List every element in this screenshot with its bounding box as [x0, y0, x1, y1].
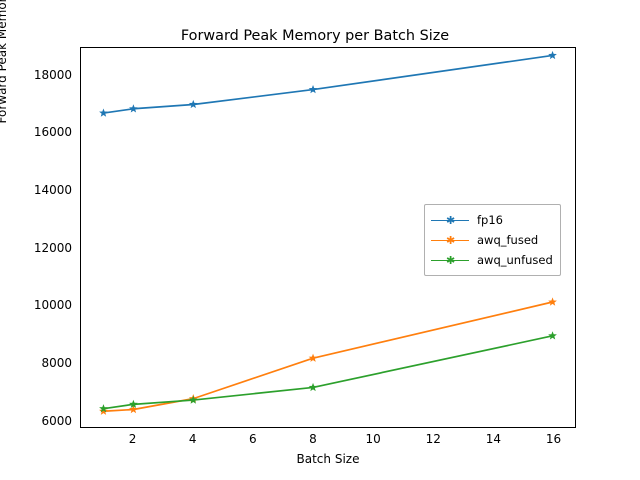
- y-tick-label: 10000: [33, 298, 72, 313]
- plot-area: [80, 47, 576, 428]
- x-tick-label: 4: [188, 432, 197, 446]
- star-marker-icon: ✱: [446, 214, 456, 227]
- y-tick-label: 14000: [33, 183, 72, 198]
- x-tick-label: 12: [425, 432, 441, 446]
- legend-item-fp16[interactable]: ✱ fp16: [431, 210, 553, 230]
- y-tick-label: 8000: [41, 356, 72, 371]
- chart-legend: ✱ fp16 ✱ awq_fused ✱ awq_unfused: [424, 204, 561, 276]
- legend-swatch-awq-unfused: ✱: [431, 251, 469, 269]
- x-tick-label: 16: [545, 432, 562, 446]
- legend-swatch-awq-fused: ✱: [431, 231, 469, 249]
- legend-item-awq-fused[interactable]: ✱ awq_fused: [431, 230, 553, 250]
- legend-label-awq-unfused: awq_unfused: [477, 253, 553, 267]
- y-tick-label: 6000: [41, 413, 72, 428]
- plot-svg: [99, 50, 557, 415]
- x-tick-label: 2: [128, 432, 137, 446]
- x-tick-label: 6: [249, 432, 257, 446]
- star-marker-icon: ✱: [446, 254, 456, 267]
- legend-label-fp16: fp16: [477, 213, 503, 227]
- y-tick-label: 12000: [33, 240, 72, 255]
- y-tick-label: 16000: [33, 125, 72, 140]
- x-tick-label: 14: [485, 432, 501, 446]
- legend-label-awq-fused: awq_fused: [477, 233, 539, 247]
- x-tick-label: 8: [309, 432, 317, 446]
- star-marker-icon: ✱: [446, 234, 456, 247]
- x-tick-label: 10: [365, 432, 381, 446]
- legend-item-awq-unfused[interactable]: ✱ awq_unfused: [431, 250, 553, 270]
- y-tick-label: 18000: [33, 67, 72, 82]
- chart-title: Forward Peak Memory per Batch Size: [180, 28, 450, 44]
- x-axis-label: Batch Size: [296, 452, 360, 466]
- legend-swatch-fp16: ✱: [431, 211, 469, 229]
